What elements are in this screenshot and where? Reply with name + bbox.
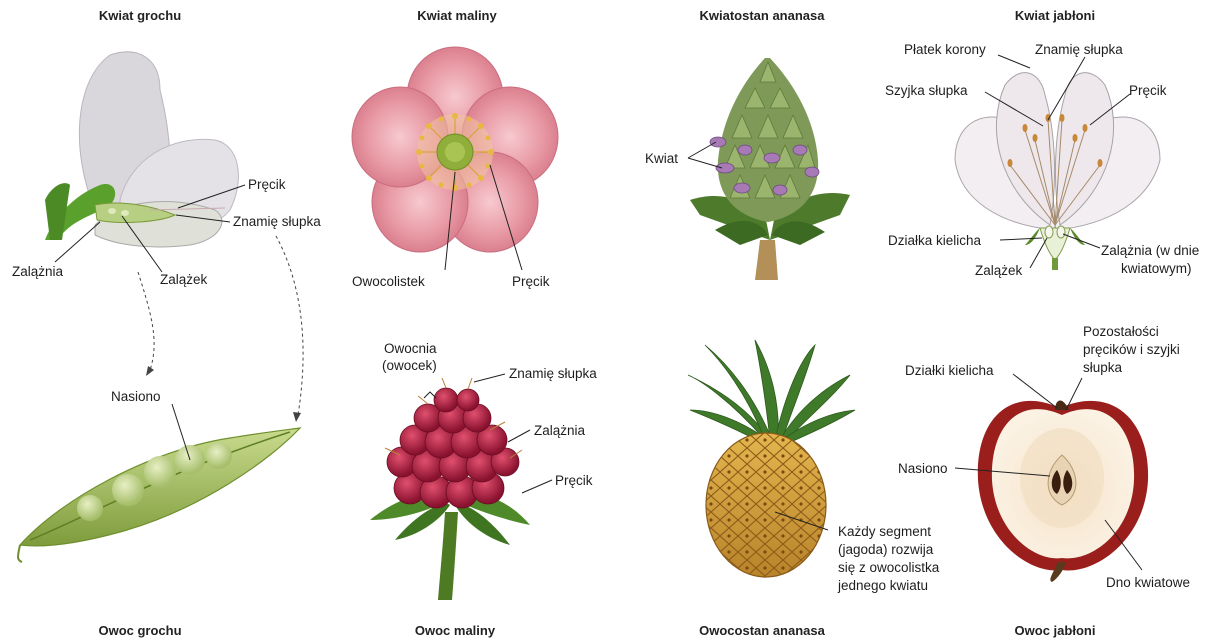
label-pea-ovary: Zalążnia — [12, 263, 63, 280]
label-pine-segment-1: Każdy segment — [838, 523, 931, 540]
label-pea-stamen: Pręcik — [248, 176, 286, 193]
arrowheads — [146, 366, 301, 422]
label-pine-segment-4: jednego kwiatu — [838, 577, 928, 594]
label-apple-ovule: Zalążek — [975, 262, 1022, 279]
pea-pod — [18, 428, 300, 562]
title-pea-fruit: Owoc grochu — [40, 623, 240, 638]
label-pine-segment-3: się z owocolistka — [838, 559, 939, 576]
pineapple-inflorescence — [690, 58, 850, 280]
label-apple-remnants-1: Pozostałości — [1083, 323, 1159, 340]
title-pineapple-fruit: Owocostan ananasa — [662, 623, 862, 638]
label-rasp-stigma: Znamię słupka — [509, 365, 597, 382]
title-apple-fruit: Owoc jabłoni — [955, 623, 1155, 638]
label-apple-seed: Nasiono — [898, 460, 948, 477]
pineapple-fruit — [688, 340, 855, 577]
label-pine-segment-2: (jagoda) rozwija — [838, 541, 933, 558]
label-apple-sepals: Działki kielicha — [905, 362, 994, 379]
label-apple-stigma: Znamię słupka — [1035, 41, 1123, 58]
title-pea-flower: Kwiat grochu — [40, 8, 240, 23]
title-pineapple-inflorescence: Kwiatostan ananasa — [662, 8, 862, 23]
label-rasp-ovary: Zalążnia — [534, 422, 585, 439]
label-apple-receptacle: Dno kwiatowe — [1106, 574, 1190, 591]
label-rasp-drupelet-1: Owocnia — [384, 340, 437, 357]
label-rasp-stamen: Pręcik — [512, 273, 550, 290]
dashed-arrows — [138, 236, 303, 415]
title-raspberry-flower: Kwiat maliny — [357, 8, 557, 23]
pea-flower — [45, 52, 238, 247]
raspberry-fruit — [370, 378, 530, 600]
label-apple-style: Szyjka słupka — [885, 82, 968, 99]
label-pea-stigma: Znamię słupka — [233, 213, 321, 230]
title-apple-flower: Kwiat jabłoni — [955, 8, 1155, 23]
label-pine-flower: Kwiat — [645, 150, 678, 167]
apple-flower — [955, 73, 1160, 270]
label-rasp-stamen-2: Pręcik — [555, 472, 593, 489]
label-rasp-carpel: Owocolistek — [352, 273, 425, 290]
label-pea-seed: Nasiono — [111, 388, 161, 405]
label-apple-sepal: Działka kielicha — [888, 232, 981, 249]
apple-fruit — [978, 401, 1148, 582]
label-apple-petal: Płatek korony — [904, 41, 986, 58]
label-pea-ovule: Zalążek — [160, 271, 207, 288]
raspberry-flower — [352, 47, 558, 252]
label-rasp-drupelet-2: (owocek) — [382, 357, 437, 374]
title-raspberry-fruit: Owoc maliny — [355, 623, 555, 638]
label-apple-ovary-1: Zalążnia (w dnie — [1101, 242, 1199, 259]
label-apple-remnants-3: słupka — [1083, 359, 1122, 376]
label-apple-remnants-2: pręcików i szyjki — [1083, 341, 1180, 358]
label-apple-ovary-2: kwiatowym) — [1121, 260, 1192, 277]
label-apple-stamen: Pręcik — [1129, 82, 1167, 99]
